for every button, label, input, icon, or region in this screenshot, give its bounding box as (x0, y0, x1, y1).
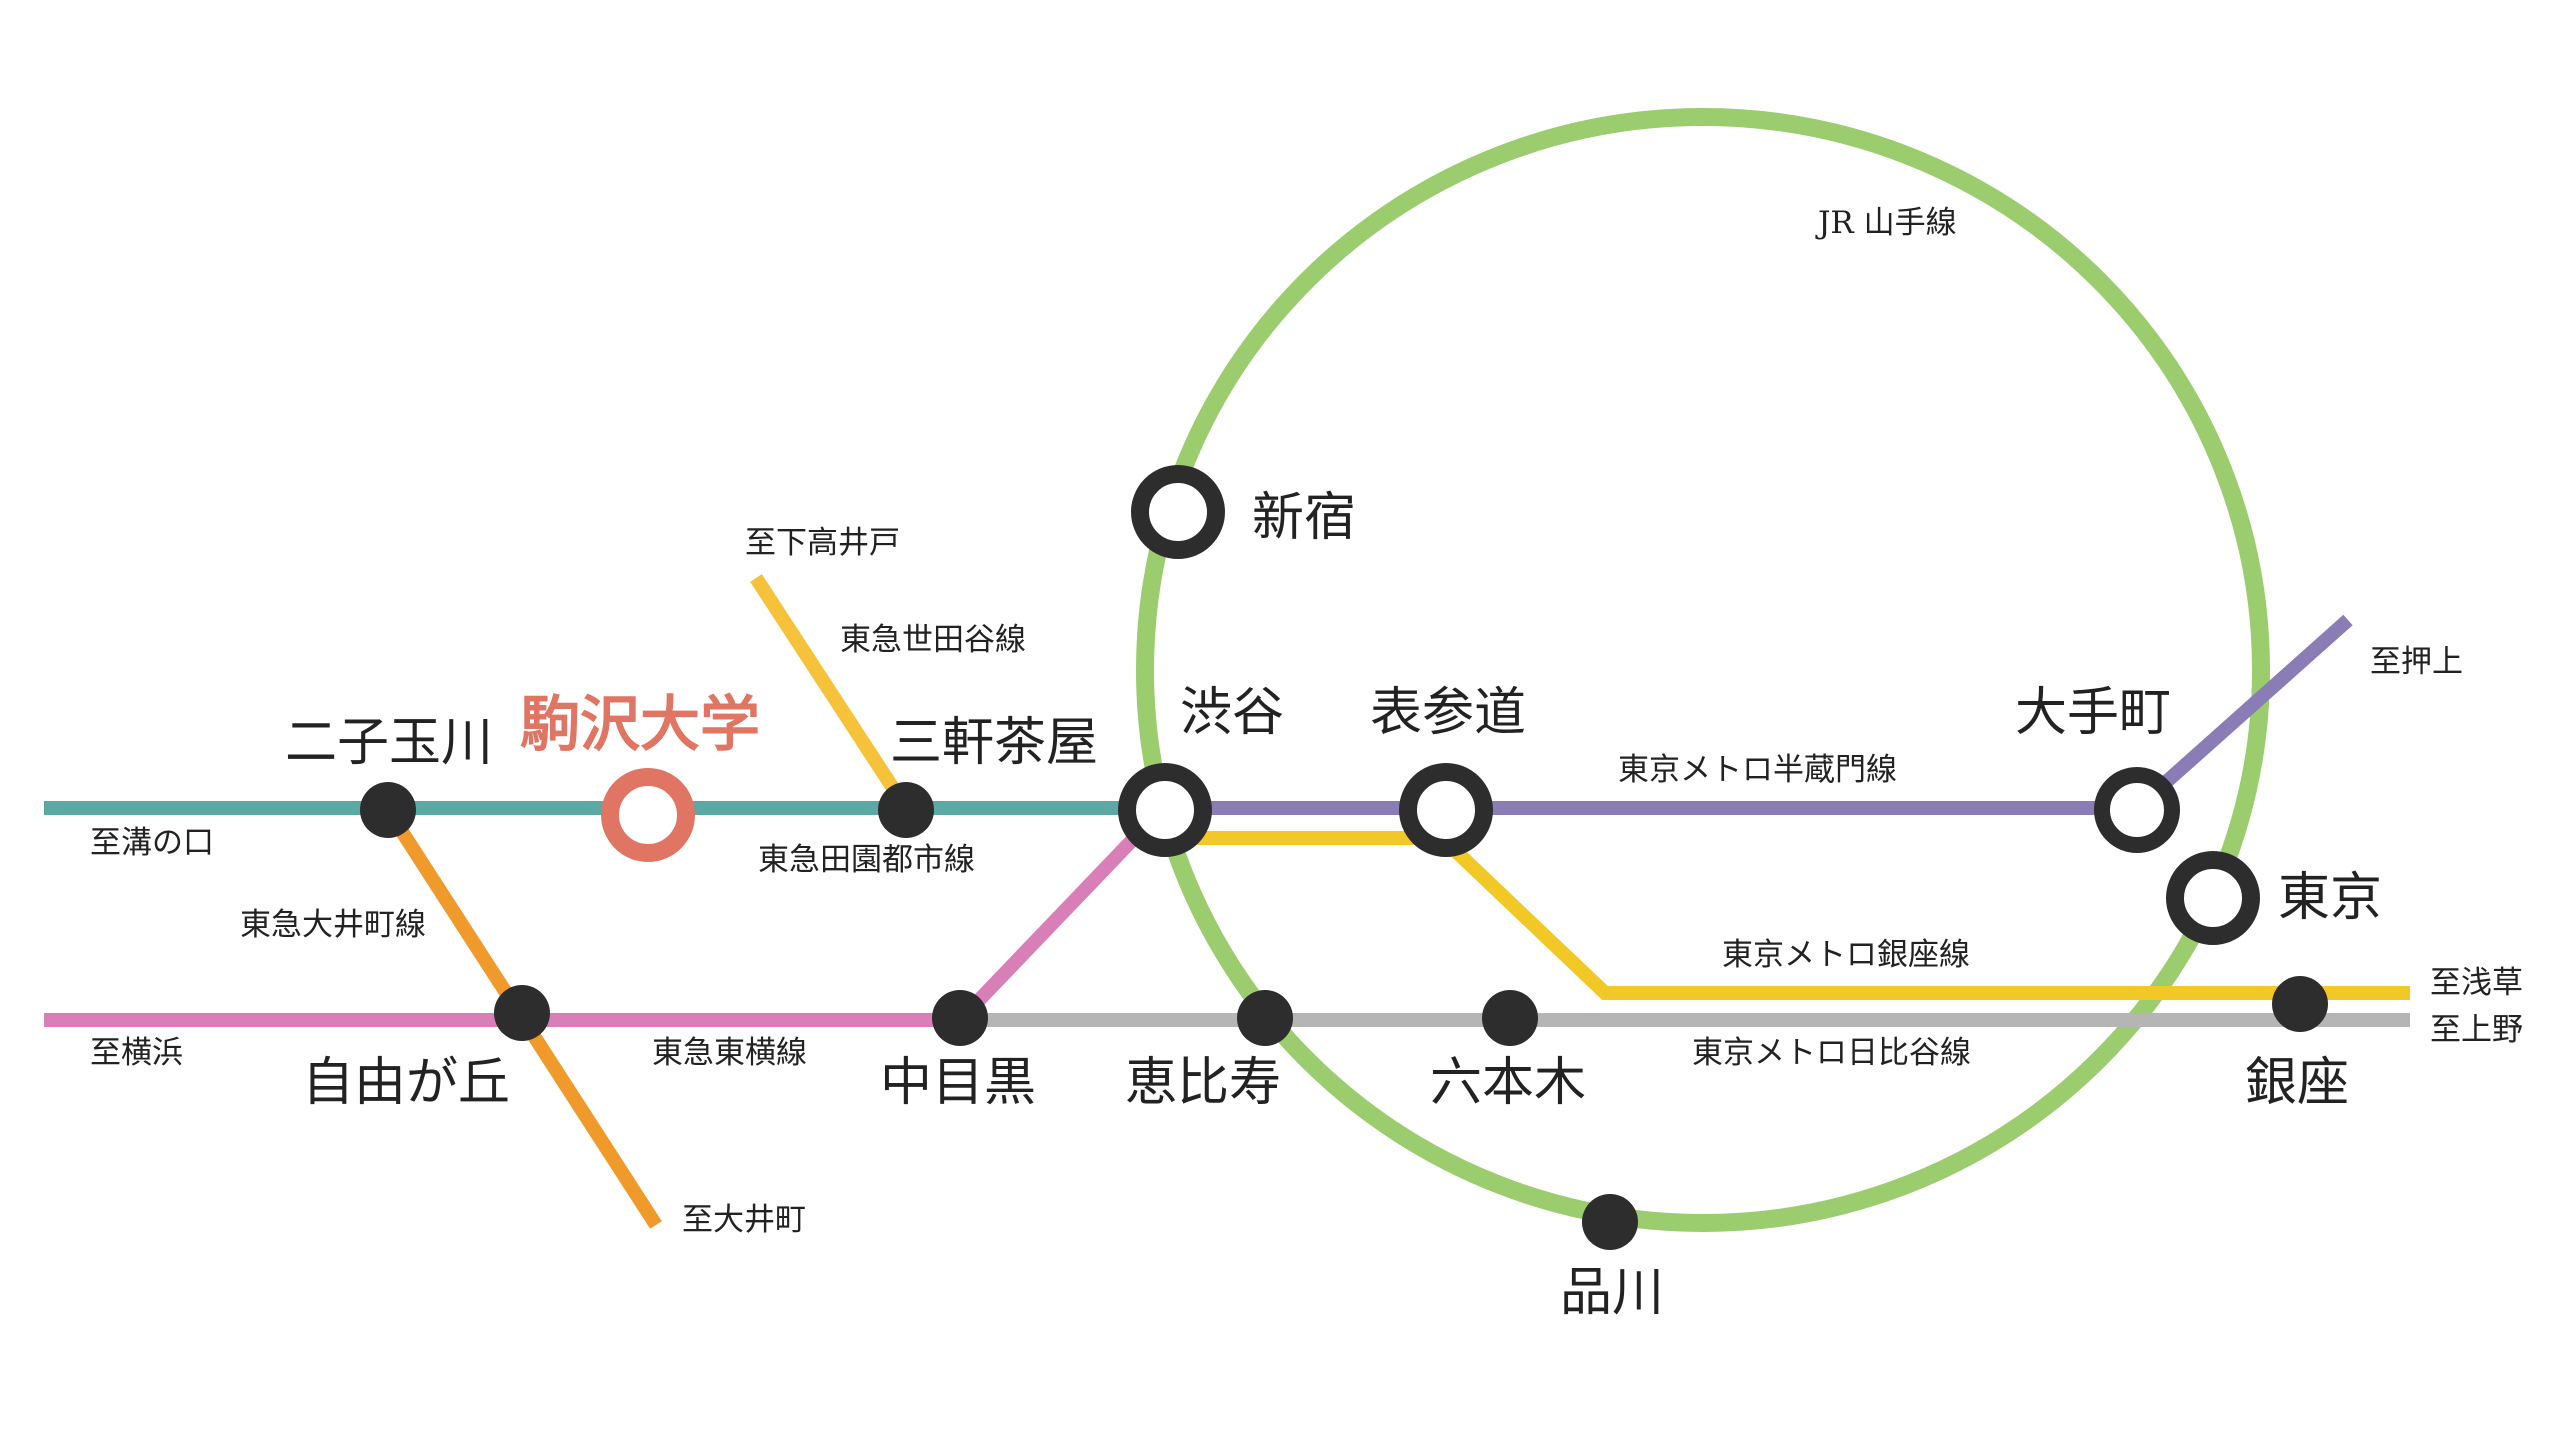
direction-ueno: 至上野 (2430, 1012, 2523, 1048)
label-shibuya: 渋谷 (1180, 683, 1284, 743)
station-shinjuku (1131, 465, 1225, 559)
station-tokyo (2166, 851, 2260, 945)
direction-oshiage: 至押上 (2370, 644, 2463, 680)
label-ebisu: 恵比寿 (1125, 1053, 1281, 1113)
station-sangenjaya (878, 782, 934, 838)
label-ginza: 銀座 (2245, 1053, 2349, 1113)
station-ebisu (1237, 990, 1293, 1046)
label-sangenjaya: 三軒茶屋 (890, 713, 1098, 773)
ginza-line (1163, 831, 2410, 1000)
label-komazawa-daigaku: 駒沢大学 (520, 690, 760, 760)
line-label-yamanote: JR 山手線 (1815, 205, 1957, 241)
yamanote-line (1136, 108, 2270, 1232)
station-jiyugaoka (494, 985, 550, 1041)
setagaya-line (750, 574, 912, 812)
station-otemachi (2094, 767, 2180, 853)
line-label-ginza: 東京メトロ銀座線 (1722, 937, 1970, 973)
label-shinagawa: 品川 (1560, 1263, 1664, 1323)
label-tokyo: 東京 (2278, 868, 2382, 928)
direction-oimachi: 至大井町 (682, 1202, 806, 1238)
label-omotesando: 表参道 (1370, 683, 1526, 743)
line-label-setagaya: 東急世田谷線 (840, 622, 1026, 658)
line-label-denentoshi: 東急田園都市線 (758, 842, 975, 878)
line-label-toyoko: 東急東横線 (652, 1035, 807, 1071)
label-otemachi: 大手町 (2015, 683, 2171, 743)
station-shinagawa (1582, 1194, 1638, 1250)
label-roppongi: 六本木 (1430, 1053, 1586, 1113)
direction-mizonokuchi: 至溝の口 (90, 825, 214, 861)
line-label-hanzomon: 東京メトロ半蔵門線 (1618, 752, 1897, 788)
station-futakotamagawa (360, 782, 416, 838)
station-nakameguro (932, 990, 988, 1046)
line-label-hibiya: 東京メトロ日比谷線 (1692, 1035, 1971, 1071)
station-shibuya (1118, 763, 1212, 857)
label-futakotamagawa: 二子玉川 (285, 713, 493, 773)
station-ginza (2272, 976, 2328, 1032)
direction-shimotakaido: 至下高井戸 (745, 525, 900, 561)
label-nakameguro: 中目黒 (880, 1053, 1036, 1113)
line-label-oimachi: 東急大井町線 (240, 907, 426, 943)
station-roppongi (1482, 990, 1538, 1046)
station-komazawa-daigaku (601, 768, 695, 862)
label-jiyugaoka: 自由が丘 (302, 1053, 510, 1113)
direction-asakusa: 至浅草 (2430, 965, 2523, 1001)
direction-yokohama: 至横浜 (90, 1035, 183, 1071)
label-shinjuku: 新宿 (1252, 488, 1356, 548)
station-omotesando (1399, 763, 1493, 857)
